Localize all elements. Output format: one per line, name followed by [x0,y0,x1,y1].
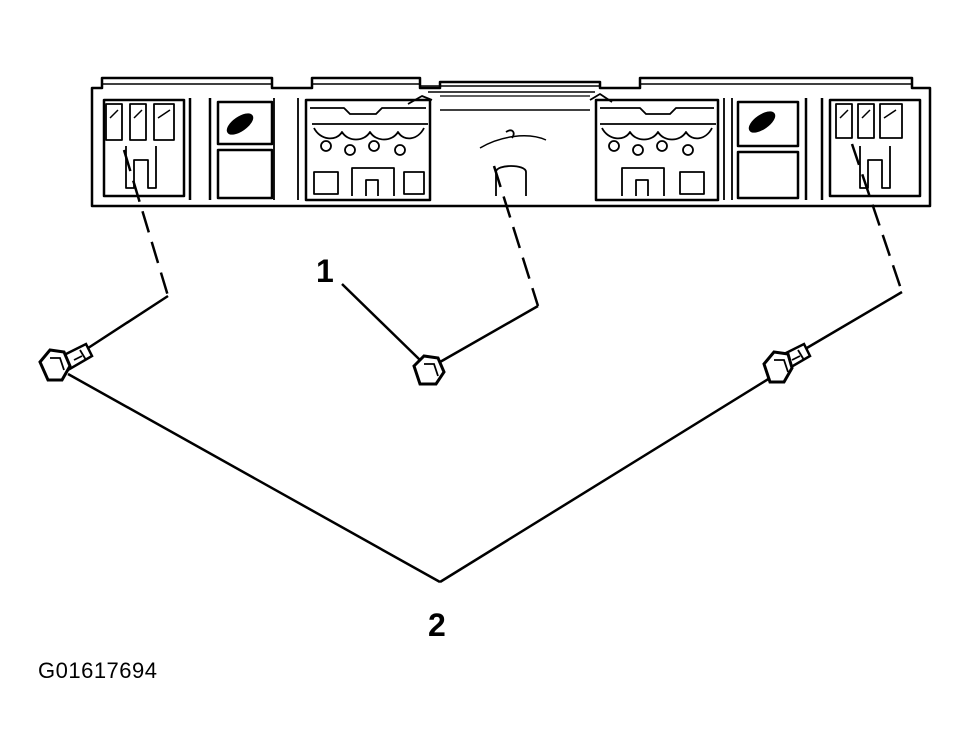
left-relay-block [304,95,433,202]
callout-leaders [67,283,771,584]
installation-guide-lines [122,143,904,307]
left-module-panel [188,98,299,200]
left-connector [102,98,186,198]
nut-center [412,354,446,386]
fastener-leaders [81,290,903,364]
right-relay-block [589,93,720,202]
guide-line-center [492,165,540,307]
guide-line-right [850,143,904,293]
guide-line-left [122,149,170,297]
bolt-right [762,342,812,384]
center-panel [440,109,590,196]
right-module-panel [723,98,824,200]
callout-2-leader-right [439,376,771,584]
callout-1-leader [341,283,421,361]
module-housing [90,76,932,208]
bolt-left [38,342,94,382]
figure-id-label: G01617694 [38,658,158,683]
callout-2-leader-left [67,372,441,584]
right-connector [828,98,922,198]
callout-1-label: 1 [316,253,334,289]
callout-2-label: 2 [428,607,446,643]
